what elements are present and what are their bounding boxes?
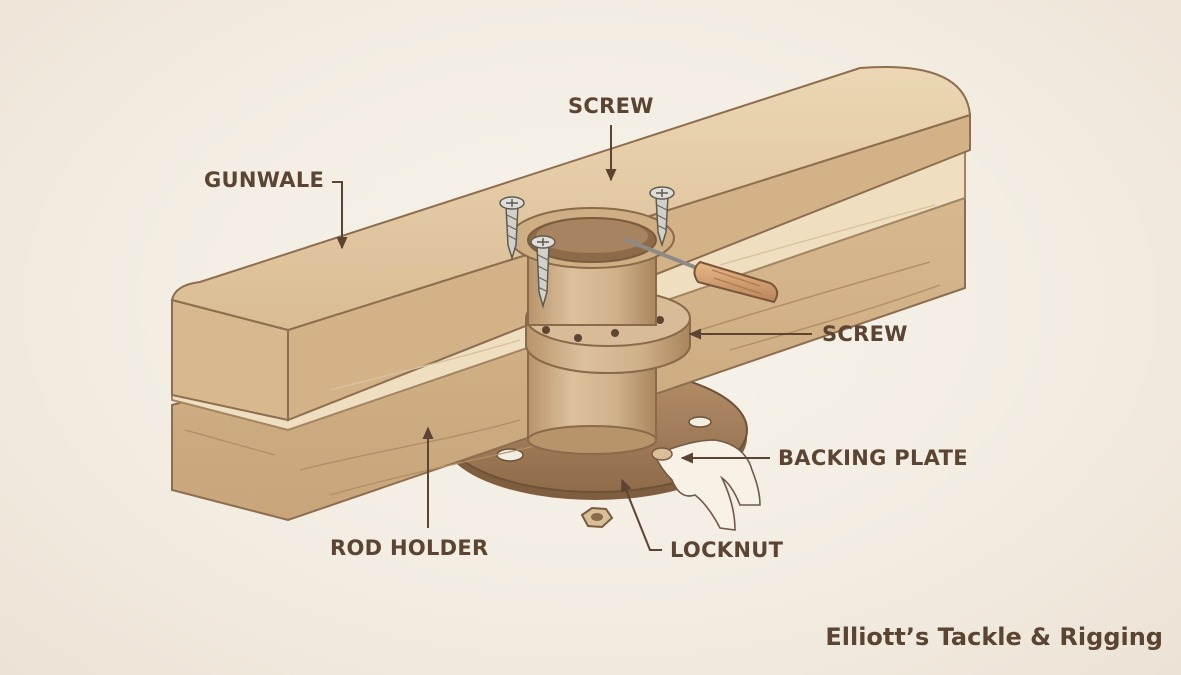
label-gunwale: GUNWALE xyxy=(204,168,325,192)
screw-shapes xyxy=(499,186,675,309)
leader-gunwale xyxy=(332,181,348,250)
brand-signature: Elliott’s Tackle & Rigging xyxy=(825,623,1163,651)
screwdriver-shape xyxy=(624,238,779,304)
label-rod-holder: ROD HOLDER xyxy=(330,536,489,560)
leader-lines xyxy=(332,125,812,551)
label-screw-right: SCREW xyxy=(822,322,908,346)
leader-locknut xyxy=(620,478,662,551)
locknut-shape xyxy=(580,506,614,529)
label-screw-top: SCREW xyxy=(568,94,654,118)
label-backing-plate: BACKING PLATE xyxy=(778,446,968,470)
label-locknut: LOCKNUT xyxy=(670,538,784,562)
